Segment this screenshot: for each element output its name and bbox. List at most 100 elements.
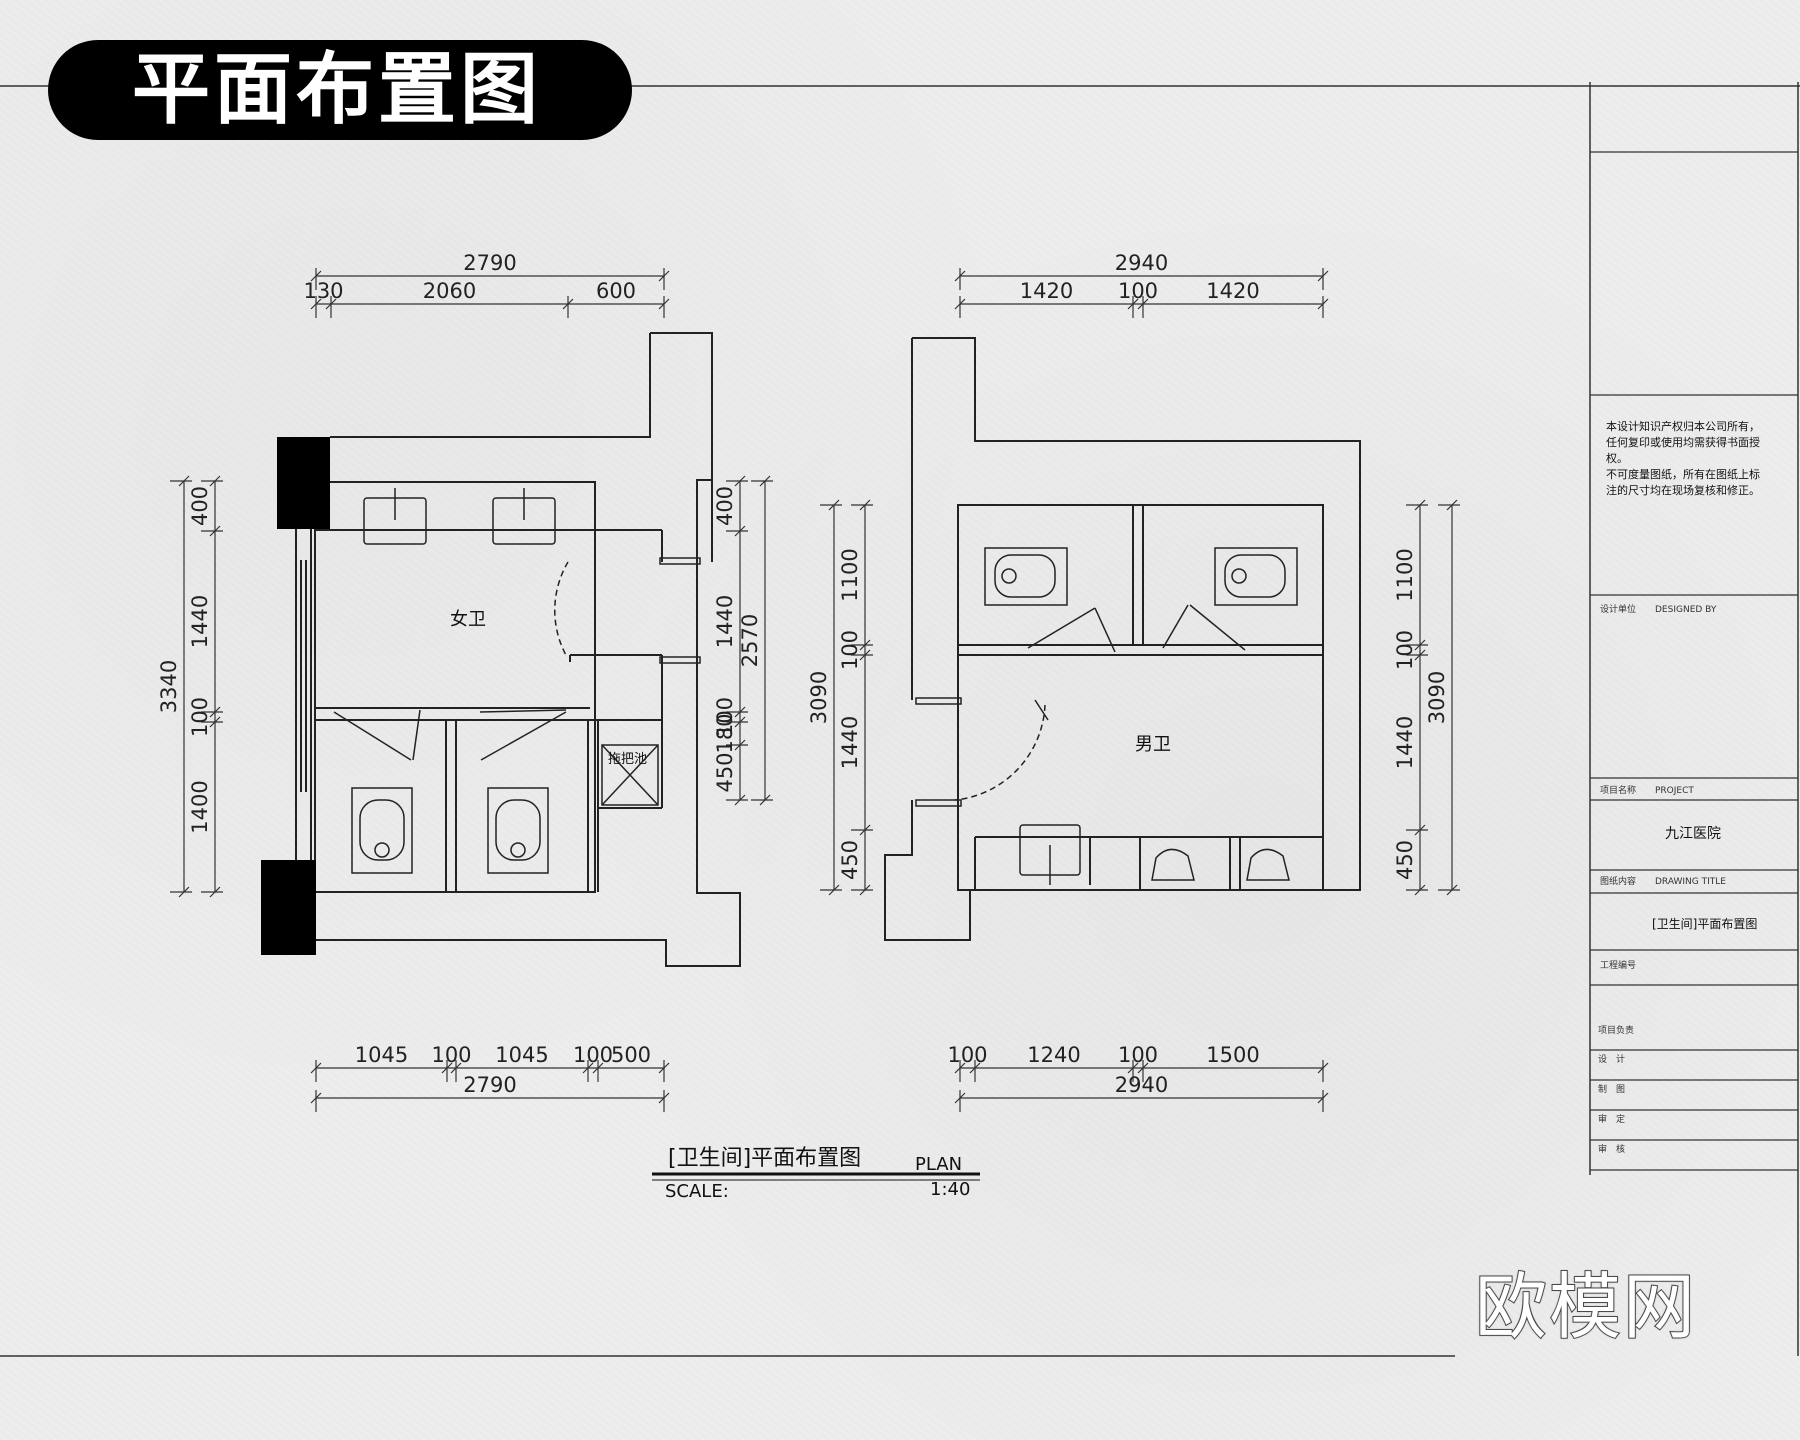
right-plan-right-parts-slash <box>1414 639 1426 651</box>
right-bottom-parts-label: 1500 <box>1206 1043 1259 1067</box>
drawing-title-label: 图纸内容 <box>1600 875 1636 887</box>
left-bottom-parts-slash <box>441 1062 453 1074</box>
right-top-parts-slash <box>1137 298 1149 310</box>
caption-title: [卫生间]平面布置图 <box>668 1146 861 1171</box>
left-room-label: 女卫 <box>450 609 486 630</box>
right-parts-left-slash <box>734 706 746 718</box>
left-plan-squat-toilets <box>351 787 549 874</box>
right-plan-sink-urinals <box>1019 824 1290 885</box>
drawing-frame <box>0 82 1800 1357</box>
right-plan-right-parts-label: 1440 <box>1393 716 1417 769</box>
right-plan-right-parts-label: 1100 <box>1393 548 1417 601</box>
right-parts-left-label: 400 <box>713 486 737 526</box>
left-bottom-parts-label: 1045 <box>355 1043 408 1067</box>
right-plan-right-total-slash <box>1446 884 1458 896</box>
left-top-total-slash <box>658 270 670 282</box>
row-1: 设 计 <box>1598 1053 1625 1065</box>
left-parts-slash <box>209 886 221 898</box>
left-bottom-parts-slash <box>658 1062 670 1074</box>
right-top-parts-slash <box>1127 298 1139 310</box>
left-parts-slash <box>209 716 221 728</box>
right-total-left-slash <box>759 475 771 487</box>
designed-by-label: 设计单位 <box>1600 603 1636 615</box>
left-bottom-parts-label: 100 <box>573 1043 613 1067</box>
left-bottom-parts-label: 1045 <box>495 1043 548 1067</box>
right-bottom-parts-slash <box>1317 1062 1329 1074</box>
right-plan-walls <box>884 337 1361 941</box>
left-total-label: 3340 <box>157 660 181 713</box>
notice-line-1: 本设计知识产权归本公司所有， <box>1606 419 1760 433</box>
row-0: 项目负责 <box>1598 1024 1634 1036</box>
drawing-title-en: DRAWING TITLE <box>1655 877 1726 887</box>
row-3: 审 定 <box>1598 1113 1625 1125</box>
right-top-parts-label: 100 <box>1118 279 1158 303</box>
left-total-slash <box>178 475 190 487</box>
right-plan-left-parts-slash <box>859 824 871 836</box>
right-parts-left-slash <box>734 794 746 806</box>
right-top-total-label: 2940 <box>1115 251 1168 275</box>
left-plan-walls <box>295 332 741 967</box>
left-top-total-label: 2790 <box>463 251 516 275</box>
right-plan-left-parts-label: 1440 <box>838 716 862 769</box>
right-top-total-slash <box>1317 270 1329 282</box>
right-plan-right-parts-slash <box>1414 499 1426 511</box>
right-top-parts-label: 1420 <box>1206 279 1259 303</box>
left-top-parts-label: 600 <box>596 279 636 303</box>
right-parts-left-slash <box>734 739 746 751</box>
right-bottom-parts-label: 100 <box>947 1043 987 1067</box>
drawing-title: [卫生间]平面布置图 <box>1652 917 1757 931</box>
left-bottom-parts-slash <box>592 1062 604 1074</box>
right-bottom-parts-slash <box>1137 1062 1149 1074</box>
right-plan-right-parts-slash <box>1414 884 1426 896</box>
left-parts-label: 1440 <box>188 595 212 648</box>
right-plan-squat-toilets <box>984 547 1298 606</box>
left-bottom-parts-slash <box>450 1062 462 1074</box>
right-bottom-total-slash <box>954 1092 966 1104</box>
left-bottom-parts-label: 500 <box>611 1043 651 1067</box>
caption-plan: PLAN <box>915 1154 962 1175</box>
right-parts-left-label: 180 <box>713 713 737 753</box>
left-bottom-total-slash <box>310 1092 322 1104</box>
left-parts-label: 1400 <box>188 780 212 833</box>
title-block-notice: 本设计知识产权归本公司所有， 任何复印或使用均需获得书面授 权。 不可度量图纸，… <box>1606 419 1760 497</box>
right-bottom-parts-label: 1240 <box>1027 1043 1080 1067</box>
signature-rows: 项目负责 设 计 制 图 审 定 审 核 <box>1598 1024 1634 1155</box>
left-parts-label: 400 <box>188 486 212 526</box>
right-plan-right-parts-label: 100 <box>1393 630 1417 670</box>
left-parts-slash <box>209 706 221 718</box>
right-parts-left-label: 450 <box>713 752 737 792</box>
caption-scale-label: SCALE: <box>665 1181 729 1202</box>
left-parts-slash <box>209 475 221 487</box>
right-plan-right-total-slash <box>1446 499 1458 511</box>
row-2: 制 图 <box>1598 1083 1625 1095</box>
right-plan-left-parts-label: 450 <box>838 840 862 880</box>
left-top-parts-label: 2060 <box>423 279 476 303</box>
dimension-lines <box>170 268 1460 1112</box>
left-top-parts-slash <box>658 298 670 310</box>
right-bottom-total-slash <box>1317 1092 1329 1104</box>
left-total-slash <box>178 886 190 898</box>
caption-scale-value: 1:40 <box>930 1179 970 1200</box>
left-bottom-parts-slash <box>582 1062 594 1074</box>
right-plan-doors <box>915 604 1246 807</box>
page-title: 平面布置图 <box>132 45 543 135</box>
title-block <box>1590 151 1798 1171</box>
left-parts-slash <box>209 525 221 537</box>
drawing-caption: [卫生间]平面布置图 PLAN SCALE: 1:40 <box>652 1146 980 1202</box>
right-parts-left-slash <box>734 716 746 728</box>
right-plan-right-parts-label: 450 <box>1393 840 1417 880</box>
job-no-label: 工程编号 <box>1600 959 1636 971</box>
notice-line-3: 权。 <box>1606 452 1628 465</box>
right-parts-left-slash <box>734 475 746 487</box>
right-plan-right-parts-slash <box>1414 649 1426 661</box>
project-label: 项目名称 <box>1600 784 1636 796</box>
right-parts-left-label: 1440 <box>713 595 737 648</box>
right-parts-left-label: 100 <box>713 697 737 737</box>
left-bottom-total-slash <box>658 1092 670 1104</box>
right-top-parts-slash <box>954 298 966 310</box>
right-parts-left-slash <box>734 525 746 537</box>
right-top-parts-slash <box>1317 298 1329 310</box>
right-bottom-parts-slash <box>954 1062 966 1074</box>
